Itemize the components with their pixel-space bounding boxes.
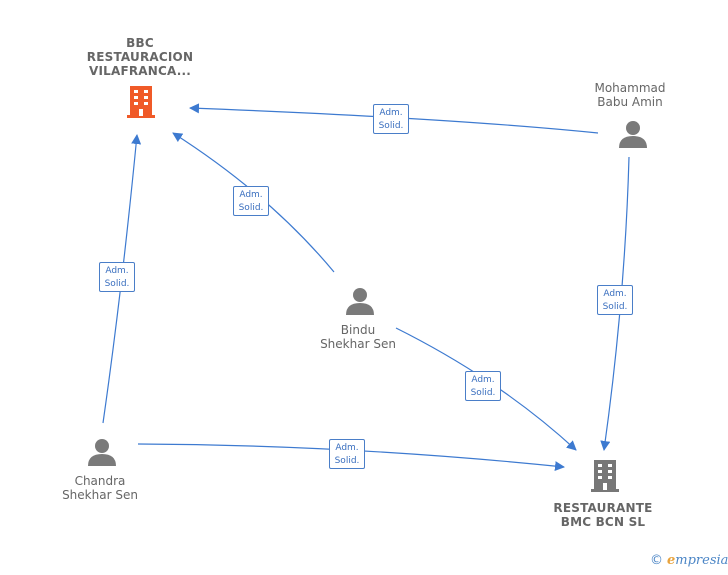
edge-label-line: Solid. — [378, 121, 404, 131]
node-label-line: Mohammad — [594, 81, 666, 95]
edge-label-chandra-restaurante: Adm. Solid. — [329, 439, 365, 469]
edge-label-line: Adm. — [471, 375, 495, 385]
edge-label-line: Solid. — [104, 279, 130, 289]
node-label-bbc[interactable]: BBC RESTAURACION VILAFRANCA... — [80, 36, 200, 78]
brand-initial: e — [667, 553, 676, 568]
building-icon[interactable] — [591, 460, 619, 492]
node-label-line: BMC BCN SL — [560, 515, 646, 529]
edge-label-line: Solid. — [470, 388, 496, 398]
edge-label-line: Solid. — [602, 302, 628, 312]
node-label-line: Shekhar Sen — [62, 488, 138, 502]
brand-name: mpresia — [675, 553, 728, 568]
edge-label-mohammad-restaurante: Adm. Solid. — [597, 285, 633, 315]
node-label-line: Bindu — [340, 323, 376, 337]
node-label-mohammad[interactable]: Mohammad Babu Amin — [580, 81, 680, 109]
edge-label-bindu-bbc: Adm. Solid. — [233, 186, 269, 216]
edge-label-line: Adm. — [239, 190, 263, 200]
node-label-line: Babu Amin — [597, 95, 663, 109]
brand-footer[interactable]: © empresia — [650, 553, 728, 568]
node-label-line: Chandra — [74, 474, 126, 488]
edge-label-line: Solid. — [334, 456, 360, 466]
person-icon[interactable] — [619, 121, 647, 148]
edge-label-line: Adm. — [603, 289, 627, 299]
edge-label-line: Adm. — [335, 443, 359, 453]
node-label-line: Shekhar Sen — [320, 337, 396, 351]
person-icon[interactable] — [88, 439, 116, 466]
node-label-line: VILAFRANCA... — [88, 64, 192, 78]
copyright-symbol: © — [650, 553, 663, 568]
person-icon[interactable] — [346, 288, 374, 315]
edge-label-bindu-restaurante: Adm. Solid. — [465, 371, 501, 401]
node-label-bindu[interactable]: Bindu Shekhar Sen — [308, 323, 408, 351]
edge-label-chandra-bbc: Adm. Solid. — [99, 262, 135, 292]
node-label-line: BBC — [126, 36, 154, 50]
node-label-chandra[interactable]: Chandra Shekhar Sen — [50, 474, 150, 502]
edge-label-line: Adm. — [379, 108, 403, 118]
node-label-restaurante[interactable]: RESTAURANTE BMC BCN SL — [548, 501, 658, 529]
edge-label-mohammad-bbc: Adm. Solid. — [373, 104, 409, 134]
node-label-line: RESTAURACION — [86, 50, 194, 64]
edge-mohammad-bbc — [189, 103, 599, 134]
edge-label-line: Solid. — [238, 203, 264, 213]
edge-label-line: Adm. — [105, 266, 129, 276]
building-icon[interactable] — [127, 86, 155, 118]
node-label-line: RESTAURANTE — [553, 501, 653, 515]
